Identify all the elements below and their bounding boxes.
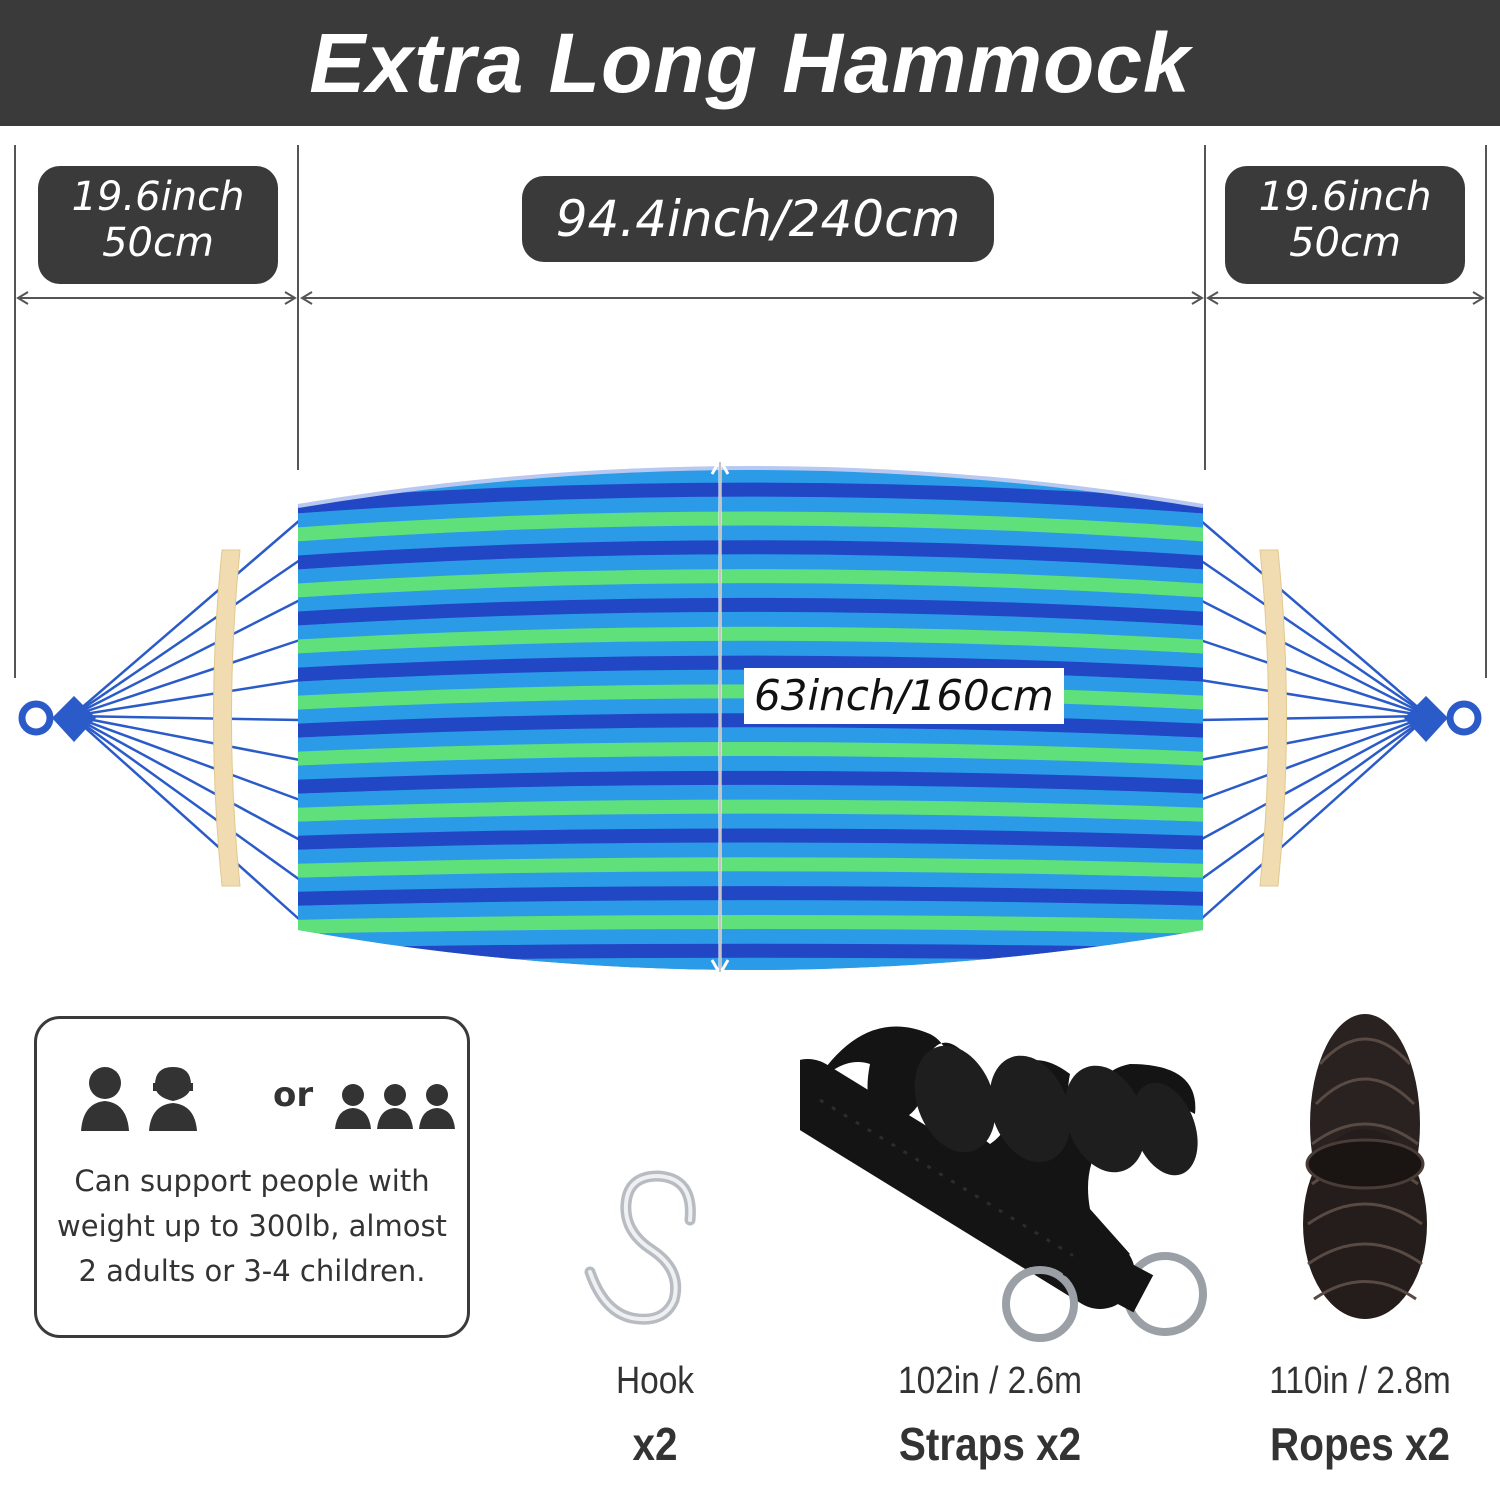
left-suspension-cords [71, 519, 301, 921]
s-hook-image [584, 1170, 696, 1325]
hammock-stripe [298, 871, 1203, 892]
hammock-stripe [298, 814, 1203, 836]
bed-width-label: 63inch/160cm [744, 668, 1064, 724]
left-end-dimension-badge: 19.6inch 50cm [38, 166, 278, 284]
hook-name: Hook [615, 1360, 695, 1402]
header-banner: Extra Long Hammock [0, 0, 1500, 126]
hammock-stripe [298, 626, 1203, 654]
hammock-stripe [298, 727, 1203, 752]
hammock-stripe [298, 929, 1203, 948]
hammock-illustration [14, 145, 1487, 996]
hook-count: x2 [632, 1418, 678, 1470]
hammock-stripe [298, 641, 1203, 668]
hammock-stripe [298, 554, 1203, 584]
capacity-line-3: 2 adults or 3-4 children. [78, 1254, 426, 1288]
ropes-name: Ropes x2 [1270, 1418, 1450, 1470]
left-end-ring [18, 696, 96, 742]
hammock-stripe [298, 756, 1203, 780]
straps-name: Straps x2 [898, 1418, 1082, 1470]
right-end-dimension-badge: 19.6inch 50cm [1225, 166, 1465, 284]
tree-straps-image [800, 1026, 1207, 1342]
capacity-description: Can support people with weight up to 300… [37, 1159, 467, 1294]
hammock-stripe [298, 914, 1203, 934]
hammock-stripe [298, 799, 1203, 822]
hammock-stripe [298, 525, 1203, 556]
hammock-stripe [290, 425, 1210, 458]
or-text: or [273, 1075, 314, 1115]
right-dimension-inch: 19.6inch [1258, 174, 1432, 220]
hammock-stripe [298, 770, 1203, 794]
hammock-stripe [298, 569, 1203, 598]
capacity-line-2: weight up to 300lb, almost [57, 1209, 447, 1243]
hammock-stripe [298, 785, 1203, 808]
right-suspension-cords [1199, 519, 1429, 921]
ropes-label: 110in / 2.8m Ropes x2 [1220, 1360, 1500, 1471]
hammock-stripe [298, 900, 1203, 920]
bed-length-text: 94.4inch/240cm [555, 190, 961, 248]
hook-label: Hook x2 [570, 1360, 740, 1471]
people-icons-row: or [77, 1063, 455, 1133]
straps-label: 102in / 2.6m Straps x2 [850, 1360, 1130, 1471]
page-title: Extra Long Hammock [309, 15, 1191, 110]
left-dimension-cm: 50cm [102, 220, 214, 266]
bed-length-dimension-badge: 94.4inch/240cm [522, 176, 994, 262]
hammock-stripe [298, 958, 1203, 970]
hammock-stripe [290, 973, 1210, 990]
hammock-stripe [298, 886, 1203, 906]
capacity-line-1: Can support people with [74, 1164, 430, 1198]
hammock-stripe [298, 511, 1203, 542]
left-spreader-bar [213, 549, 241, 887]
right-spreader-bar [1259, 549, 1287, 887]
dimension-lines [14, 145, 1487, 678]
capacity-info-box: or Can support people with weight up to … [34, 1016, 470, 1338]
three-children-icon [335, 1084, 455, 1129]
straps-size: 102in / 2.6m [897, 1360, 1083, 1402]
hammock-stripe [298, 742, 1203, 766]
hammock-stripe [298, 612, 1203, 640]
hammock-stripe [298, 482, 1203, 514]
hammock-stripe [298, 583, 1203, 612]
hammock-stripe [298, 828, 1203, 850]
ropes-image [1303, 1014, 1427, 1319]
hammock-stripe [290, 987, 1210, 996]
hammock-stripe [298, 857, 1203, 878]
hammock-stripe [298, 943, 1203, 962]
two-adults-icon [81, 1067, 197, 1131]
right-dimension-cm: 50cm [1289, 220, 1401, 266]
left-dimension-inch: 19.6inch [71, 174, 245, 220]
right-end-ring [1404, 696, 1482, 742]
ropes-size: 110in / 2.8m [1269, 1360, 1451, 1402]
hammock-stripe [298, 497, 1203, 528]
hammock-stripe [298, 842, 1203, 864]
hammock-stripe [298, 597, 1203, 626]
hammock-stripe [298, 540, 1203, 570]
